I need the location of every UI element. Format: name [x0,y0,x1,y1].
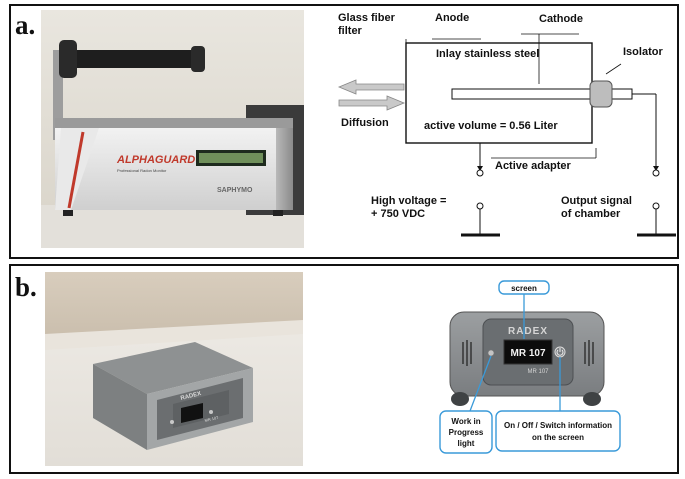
radex-model-label: MR 107 [527,369,549,375]
saphymo-logo: SAPHYMO [217,187,253,194]
label-active-volume: active volume = 0.56 Liter [424,120,558,132]
radex-photo-drawing: RADEX MR 107 [45,272,303,466]
power-label-2: on the screen [532,433,584,442]
alphaguard-photo-drawing: ALPHAGUARD Professional Radon Monitor SA… [41,10,304,248]
label-anode: Anode [435,12,469,24]
label-glass-fiber-2: filter [338,25,363,37]
label-high-voltage-1: High voltage = [371,195,447,207]
label-output-1: Output signal [561,195,632,207]
panel-a: a. [9,4,679,259]
foot-left [451,392,469,406]
chamber-schematic: Glass fiber filter Anode Cathode Inlay s… [337,12,676,237]
power-callout-box [495,410,621,452]
right-vents [584,340,594,366]
label-inlay: Inlay stainless steel [436,48,539,60]
radex-screen-text: MR 107 [510,348,545,359]
work-light-callout-box [439,410,493,454]
label-output-2: of chamber [561,208,621,220]
work-light-label-2: Progress [449,428,484,437]
work-light [487,349,495,357]
alphaguard-photo: ALPHAGUARD Professional Radon Monitor SA… [41,10,304,248]
work-light-callout-line [469,355,492,412]
isolator-leader [605,63,622,75]
power-icon [556,349,564,356]
out-terminal-bottom [652,202,660,210]
isolator [589,80,613,108]
out-arrow [653,166,659,171]
alphaguard-brand: ALPHAGUARD [116,154,195,166]
radex-brand: RADEX [508,326,548,337]
radex-screen [503,339,553,365]
label-high-voltage-2: + 750 VDC [371,208,425,220]
label-active-adapter: Active adapter [495,160,572,172]
screen-callout-label: screen [511,284,537,293]
foot-right [583,392,601,406]
panel-b-letter: b. [15,272,37,302]
work-light-label-1: Work in [451,417,480,426]
alphaguard-tagline: Professional Radon Monitor [117,168,167,173]
radex-front-view: MR 107 RADEX MR 107 screen Work in Progr… [439,280,621,454]
radex-photo-brand: RADEX [180,391,202,402]
power-label-1: On / Off / Switch information [504,421,612,430]
work-light-label-3: light [458,439,475,448]
label-diffusion: Diffusion [341,117,389,129]
left-vents [462,340,472,366]
out-terminal-top [652,169,660,177]
cathode-rod [451,88,593,100]
radex-photo: RADEX MR 107 [45,272,303,466]
panel-b: b. R [9,264,679,474]
label-cathode: Cathode [539,13,583,25]
label-glass-fiber-1: Glass fiber [338,12,396,24]
radex-photo-model: MR 107 [204,415,220,423]
diffusion-arrow-out [337,79,405,95]
panel-a-letter: a. [15,10,36,40]
hv-terminal-bottom [476,202,484,210]
hv-terminal-top [476,169,484,177]
hv-arrow [477,166,483,171]
label-isolator: Isolator [623,46,663,58]
diffusion-arrow-in [338,95,406,111]
